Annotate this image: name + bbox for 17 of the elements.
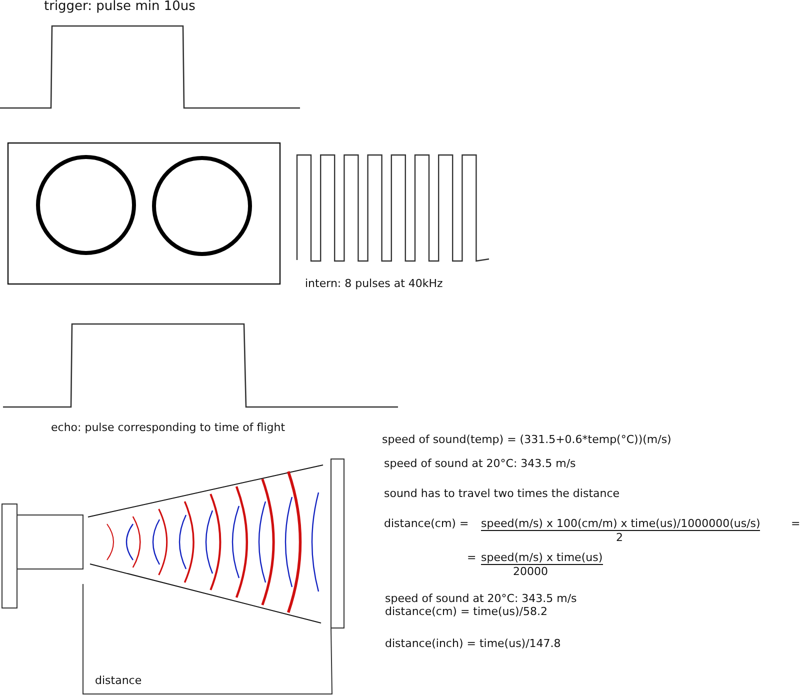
annotation-text: speed of sound(temp) = (331.5+0.6*temp(°C))(m/s) — [382, 433, 672, 446]
annotation-text: = — [791, 517, 800, 530]
fraction-denominator: 2 — [616, 531, 623, 544]
fraction-numerator: speed(m/s) x time(us) — [481, 551, 603, 565]
annotation-text: distance(cm) = time(us)/58.2 — [385, 605, 548, 618]
annotation-text: trigger: pulse min 10us — [44, 0, 196, 13]
annotation-text: echo: pulse corresponding to time of flight — [51, 421, 286, 434]
annotation-text: distance(inch) = time(us)/147.8 — [385, 637, 561, 650]
annotation-text: speed of sound at 20°C: 343.5 m/s — [385, 592, 577, 605]
annotation-text: intern: 8 pulses at 40kHz — [305, 277, 443, 290]
fraction-numerator: speed(m/s) x 100(cm/m) x time(us)/1000000(us/s) — [481, 517, 760, 531]
annotation-text: distance(cm) = — [384, 517, 469, 530]
annotation-text: = — [467, 551, 476, 564]
fraction-denominator: 20000 — [513, 565, 548, 578]
annotation-text: speed of sound at 20°C: 343.5 m/s — [384, 457, 576, 470]
annotation-text: sound has to travel two times the distance — [384, 487, 620, 500]
dimension-label: distance — [95, 674, 142, 687]
